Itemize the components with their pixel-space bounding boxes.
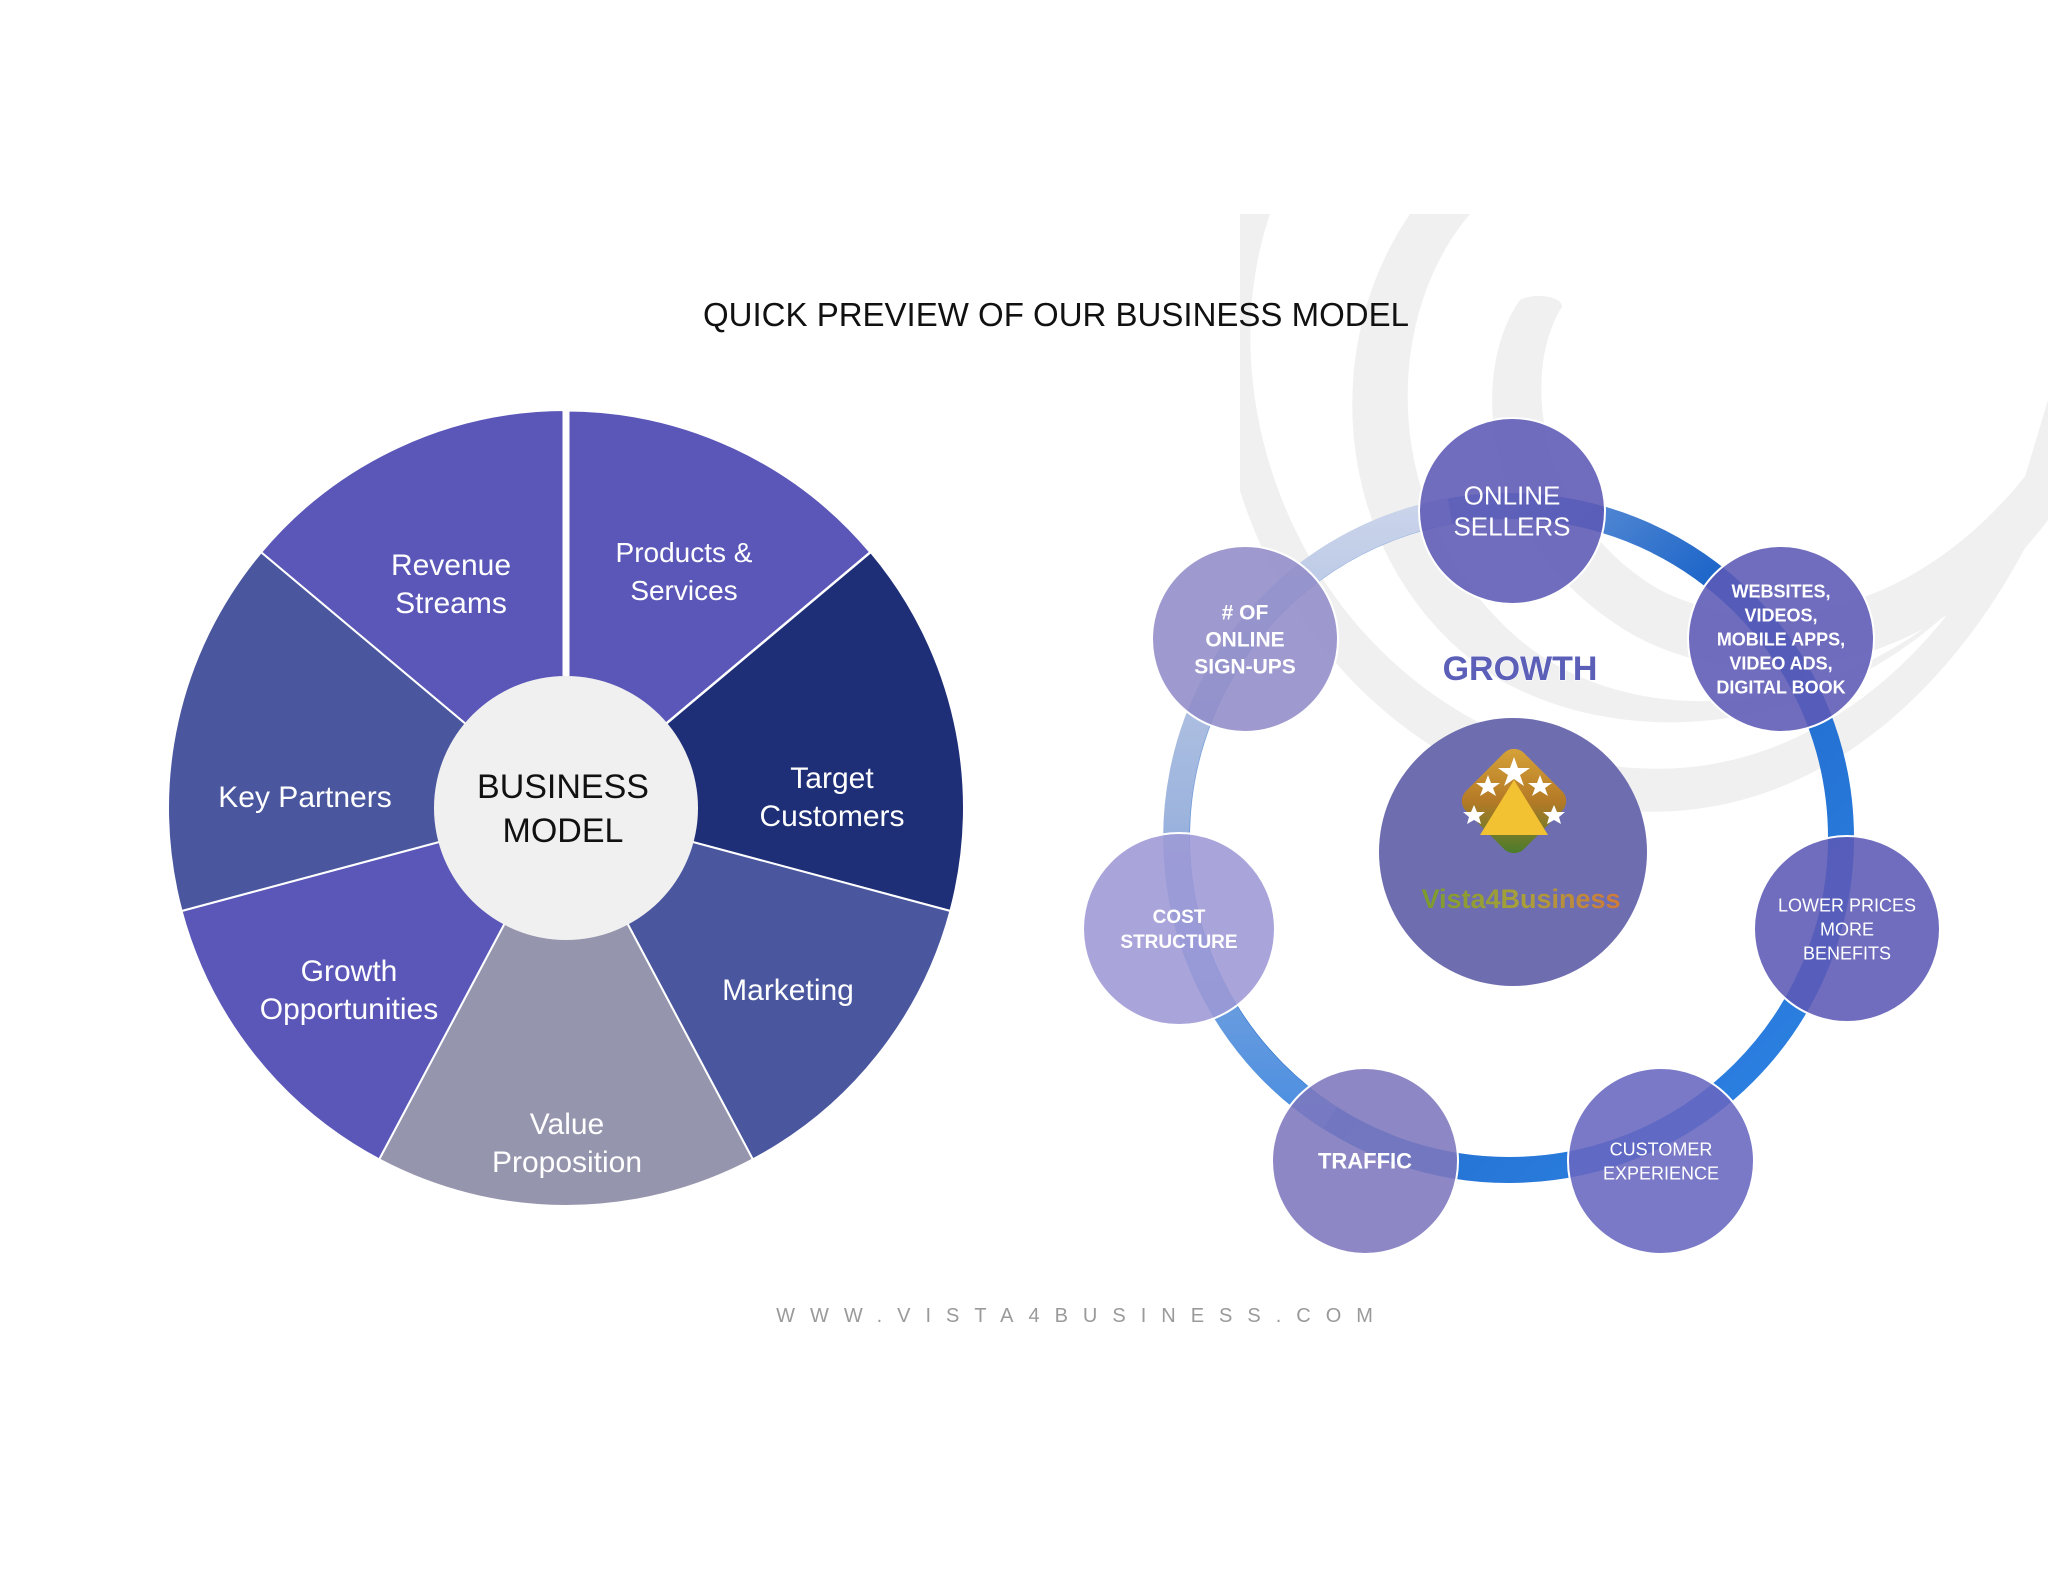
wheel-label-value-proposition-line: Proposition (492, 1146, 642, 1179)
cycle-node-lower-prices-more-benefits (1753, 835, 1941, 1023)
wheel-center-label-line: MODEL (503, 812, 624, 850)
wheel-center-label: BUSINESS MODEL (477, 768, 649, 850)
cycle-node-cost-structure (1082, 832, 1276, 1026)
cycle-node-websites-videos-mobile-apps-video-ads-digital-book-label-line: DIGITAL BOOK (1716, 677, 1845, 697)
footer-url: WWW.VISTA4BUSINESS.COM (776, 1305, 1388, 1327)
wheel-label-revenue-streams-line: Streams (395, 587, 507, 620)
wheel-label-value-proposition-line: Value (530, 1108, 605, 1141)
cycle-node-websites-videos-mobile-apps-video-ads-digital-book (1687, 545, 1875, 733)
cycle-node-of-online-sign-ups-label-line: ONLINE (1205, 628, 1284, 651)
cycle-node-customer-experience-label: CUSTOMER EXPERIENCE (1603, 1139, 1719, 1183)
logo-wordmark: Vista4Business (1421, 884, 1620, 914)
cycle-node-online-sellers-label-line: SELLERS (1453, 512, 1570, 542)
vista4business-logo (1461, 748, 1567, 854)
wheel-center-label-line: BUSINESS (477, 768, 649, 806)
cycle-node-lower-prices-more-benefits-label-line: BENEFITS (1803, 943, 1891, 963)
wheel-label-products-services-line: Products & (616, 537, 753, 568)
wheel-label-growth-opportunities-line: Opportunities (260, 993, 438, 1026)
cycle-node-online-sellers (1418, 417, 1606, 605)
cycle-node-customer-experience-label-line: CUSTOMER (1610, 1139, 1713, 1159)
cycle-node-of-online-sign-ups-label: # OF ONLINE SIGN-UPS (1194, 601, 1296, 678)
cycle-node-of-online-sign-ups-label-line: # OF (1222, 601, 1269, 624)
wheel-label-products-services-line: Services (630, 575, 737, 606)
wheel-label-products-services: Products & Services (616, 537, 753, 606)
cycle-node-cost-structure-label: COST STRUCTURE (1120, 907, 1237, 953)
cycle-node-customer-experience-label-line: EXPERIENCE (1603, 1163, 1719, 1183)
wheel-label-growth-opportunities-line: Growth (301, 955, 398, 988)
cycle-node-websites-videos-mobile-apps-video-ads-digital-book-label: WEBSITES, VIDEOS, MOBILE APPS, VIDEO ADS, DI… (1716, 581, 1845, 697)
cycle-node-customer-experience (1567, 1067, 1755, 1255)
cycle-node-traffic-label: TRAFFIC (1318, 1149, 1412, 1174)
wheel-label-key-partners-line: Key Partners (218, 781, 391, 814)
wheel-label-marketing-line: Marketing (722, 974, 854, 1007)
cycle-node-lower-prices-more-benefits-label-line: MORE (1820, 919, 1874, 939)
cycle-node-lower-prices-more-benefits-label-line: LOWER PRICES (1778, 895, 1916, 915)
wheel-label-target-customers-line: Target (790, 762, 874, 795)
cycle-node-of-online-sign-ups-label-line: SIGN-UPS (1194, 655, 1296, 678)
wheel-segment-value-proposition (377, 805, 755, 1207)
cycle-node-traffic-label-line: TRAFFIC (1318, 1149, 1412, 1174)
cycle-node-websites-videos-mobile-apps-video-ads-digital-book-label-line: VIDEOS, (1744, 605, 1817, 625)
cycle-node-of-online-sign-ups (1151, 545, 1339, 733)
cycle-node-traffic (1271, 1067, 1459, 1255)
wheel-center-hub (434, 676, 698, 940)
cycle-node-cost-structure-label-line: COST (1153, 907, 1206, 928)
cycle-node-online-sellers-label-line: ONLINE (1464, 481, 1561, 511)
wheel-label-revenue-streams-line: Revenue (391, 549, 511, 582)
cycle-node-websites-videos-mobile-apps-video-ads-digital-book-label-line: MOBILE APPS, (1717, 629, 1845, 649)
wheel-label-target-customers-line: Customers (759, 800, 904, 833)
background-arcs (1240, 214, 2048, 812)
page-title: QUICK PREVIEW OF OUR BUSINESS MODEL (703, 296, 1409, 333)
cycle-node-lower-prices-more-benefits-label: LOWER PRICES MORE BENEFITS (1778, 895, 1916, 963)
wheel-label-key-partners: Key Partners (218, 781, 391, 814)
growth-label: GROWTH (1443, 650, 1598, 688)
cycle-ring-left (1163, 498, 1453, 1129)
cycle-node-websites-videos-mobile-apps-video-ads-digital-book-label-line: VIDEO ADS, (1729, 653, 1832, 673)
cycle-node-cost-structure-label-line: STRUCTURE (1120, 932, 1237, 953)
cycle-node-websites-videos-mobile-apps-video-ads-digital-book-label-line: WEBSITES, (1731, 581, 1830, 601)
wheel-label-marketing: Marketing (722, 974, 854, 1007)
